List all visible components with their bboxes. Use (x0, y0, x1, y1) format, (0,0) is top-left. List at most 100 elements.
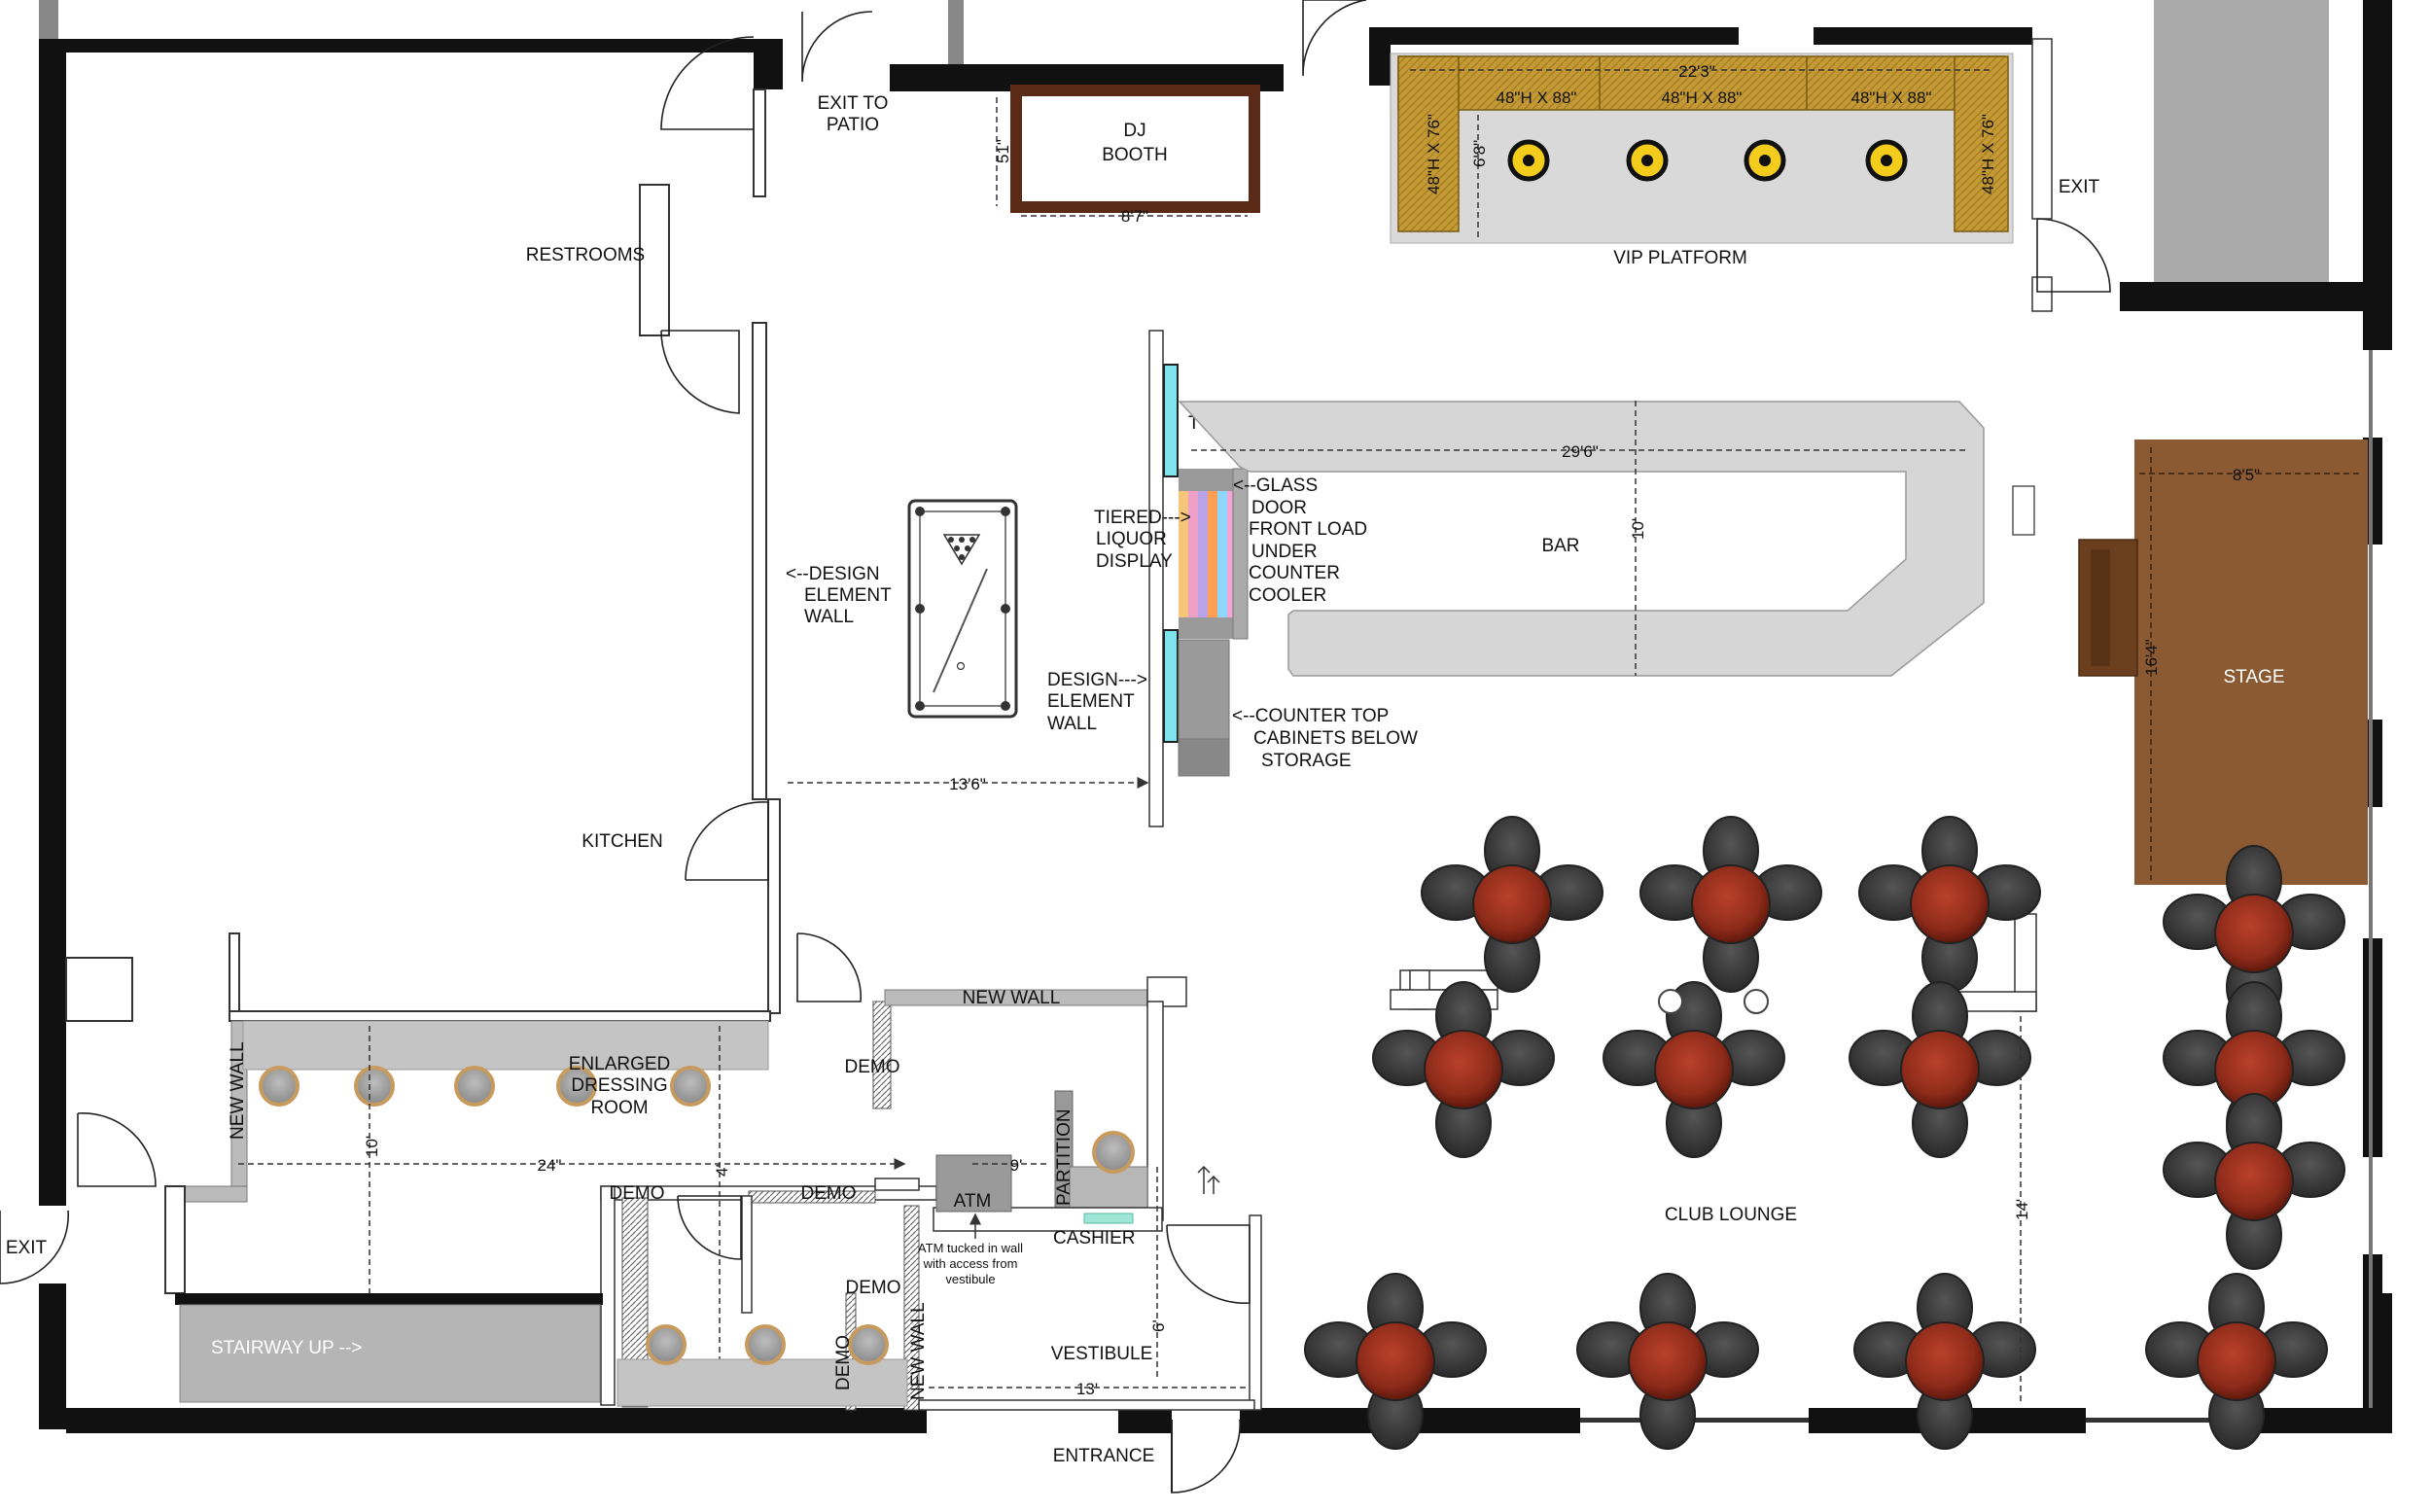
club-lounge-label: CLUB LOUNGE (1665, 1205, 1797, 1225)
atm-note-3: vestibule (945, 1272, 995, 1286)
demo-label-b: DEMO (610, 1183, 665, 1204)
bar-label: BAR (1541, 536, 1579, 556)
enlarged-dressing-label-2: DRESSING (571, 1075, 667, 1096)
stage-depth-dim: 16'4" (2142, 639, 2161, 676)
club-lounge (1304, 816, 2345, 1450)
design-wall-right-label-1: DESIGN---> (1047, 670, 1147, 690)
dj-booth: DJ BOOTH 51" 8'7" (994, 85, 1260, 226)
walls (39, 0, 2392, 1433)
glass-cooler-label-4: UNDER (1251, 542, 1318, 562)
glass-cooler-label-2: DOOR (1251, 498, 1307, 518)
vip-width-dim: 22'3" (1678, 62, 1715, 81)
lounge-table (1472, 864, 1552, 944)
kitchen-label: KITCHEN (581, 831, 662, 852)
vip-depth-dim: 6'8" (1470, 140, 1489, 167)
stage-label: STAGE (2224, 667, 2285, 687)
dressing-height-dim: 10' (363, 1136, 381, 1157)
doors (0, 0, 2111, 1494)
lower-counter (617, 1324, 908, 1407)
vestibule: 6' 13' VESTIBULE (929, 1165, 1250, 1398)
tiered-liquor-label-3: DISPLAY (1096, 551, 1173, 572)
lounge-table-set (2145, 1273, 2328, 1450)
lounge-table (1654, 1030, 1734, 1109)
glass-cooler-label-6: COOLER (1249, 585, 1326, 606)
vip-table-3 (1744, 139, 1786, 182)
vestibule-width-dim: 13' (1076, 1380, 1098, 1398)
lounge-depth-dim: 14' (2013, 1199, 2031, 1220)
tiered-liquor-label-1: TIERED---> (1094, 508, 1191, 528)
dressing-room: 10' 24" 4' ENLARGED DRESSING ROOM (238, 1020, 906, 1405)
stool (354, 1066, 395, 1107)
vestibule-label: VESTIBULE (1051, 1344, 1153, 1364)
vip-platform-label: VIP PLATFORM (1613, 248, 1747, 268)
restrooms-label: RESTROOMS (526, 245, 645, 265)
dj-booth-label-1: DJ (1123, 121, 1145, 141)
exit-to-patio-label-2: PATIO (827, 115, 879, 135)
lounge-table-set (1421, 816, 1603, 993)
lounge-table-set (1576, 1273, 1759, 1450)
atm-label: ATM (954, 1191, 992, 1212)
vip-sofa-3-dim: 48"H X 88" (1851, 88, 1932, 107)
tiered-liquor-label-2: LIQUOR (1096, 529, 1167, 549)
vip-table-1 (1507, 139, 1550, 182)
design-wall-left-label-3: WALL (804, 607, 854, 627)
dressing-width-dim: 24" (538, 1156, 562, 1175)
vip-table-4 (1865, 139, 1908, 182)
lounge-table-set (1304, 1273, 1487, 1450)
stool (454, 1066, 495, 1107)
glass-cooler-label-5: COUNTER (1249, 563, 1340, 583)
stool (670, 1066, 711, 1107)
lounge-table-set (1858, 816, 2041, 993)
design-wall-left-label-2: ELEMENT (804, 585, 892, 606)
lounge-table (1900, 1030, 1980, 1109)
bar-length-dim: 29'6" (1562, 442, 1599, 461)
bar-area: TV TV 29'6" 10' BAR (1163, 364, 1985, 777)
new-wall-right-label: NEW WALL (908, 1302, 929, 1400)
stage: 8'5" 16'4" STAGE (2078, 440, 2368, 885)
bar-depth-dim: 10' (1629, 518, 1647, 540)
dressing-depth-dim: 4' (713, 1164, 731, 1177)
design-wall-left-label-1: <--DESIGN (786, 564, 880, 584)
atm-note-2: with access from (923, 1256, 1018, 1271)
lounge-table (1424, 1030, 1503, 1109)
new-wall-left-label: NEW WALL (228, 1041, 248, 1140)
exit-top-right-label: EXIT (2059, 177, 2100, 197)
counter-top-label-3: STORAGE (1261, 751, 1352, 771)
stairway: STAIRWAY UP --> (175, 1293, 603, 1403)
stairway-label: STAIRWAY UP --> (211, 1338, 362, 1358)
enlarged-dressing-label-1: ENLARGED (569, 1054, 671, 1074)
new-wall-top-label: NEW WALL (963, 988, 1061, 1008)
lounge-table (2214, 1142, 2294, 1221)
lounge-table-set (1372, 981, 1555, 1158)
demo-label-e: DEMO (833, 1335, 854, 1390)
dj-width-dim: 8'7" (1121, 207, 1148, 226)
demo-label-c: DEMO (801, 1183, 857, 1204)
stool (556, 1066, 597, 1107)
lounge-table-set (2163, 1093, 2345, 1270)
pool-to-wall-dim: 13'6" (949, 775, 986, 793)
lounge-table-set (1849, 981, 2031, 1158)
exit-left-label: EXIT (6, 1238, 48, 1258)
lounge-table (1628, 1321, 1708, 1401)
counter-top-label-1: <--COUNTER TOP (1232, 706, 1389, 726)
glass-cooler-label-1: <--GLASS (1233, 475, 1318, 496)
pool-table (907, 499, 1018, 719)
dj-booth-label-2: BOOTH (1102, 145, 1168, 165)
design-wall-right-label-2: ELEMENT (1047, 691, 1135, 712)
partition-label: PARTITION (1054, 1108, 1075, 1206)
lounge-table-set (1639, 816, 1822, 993)
exit-to-patio-label-1: EXIT TO (818, 93, 889, 114)
design-wall-right-label-3: WALL (1047, 714, 1097, 734)
atm-note-1: ATM tucked in wall (918, 1241, 1023, 1255)
enlarged-dressing-label-3: ROOM (590, 1098, 648, 1118)
cashier-width-dim: 9' (1010, 1156, 1023, 1175)
stage-width-dim: 8'5" (2233, 466, 2260, 484)
vip-sofa-2-dim: 48"H X 88" (1662, 88, 1743, 107)
lounge-table (1691, 864, 1771, 944)
entrance-label: ENTRANCE (1053, 1446, 1155, 1466)
lounge-table-set (1853, 1273, 2036, 1450)
stool (259, 1066, 299, 1107)
vestibule-depth-dim: 6' (1149, 1319, 1168, 1332)
lounge-table (1905, 1321, 1985, 1401)
